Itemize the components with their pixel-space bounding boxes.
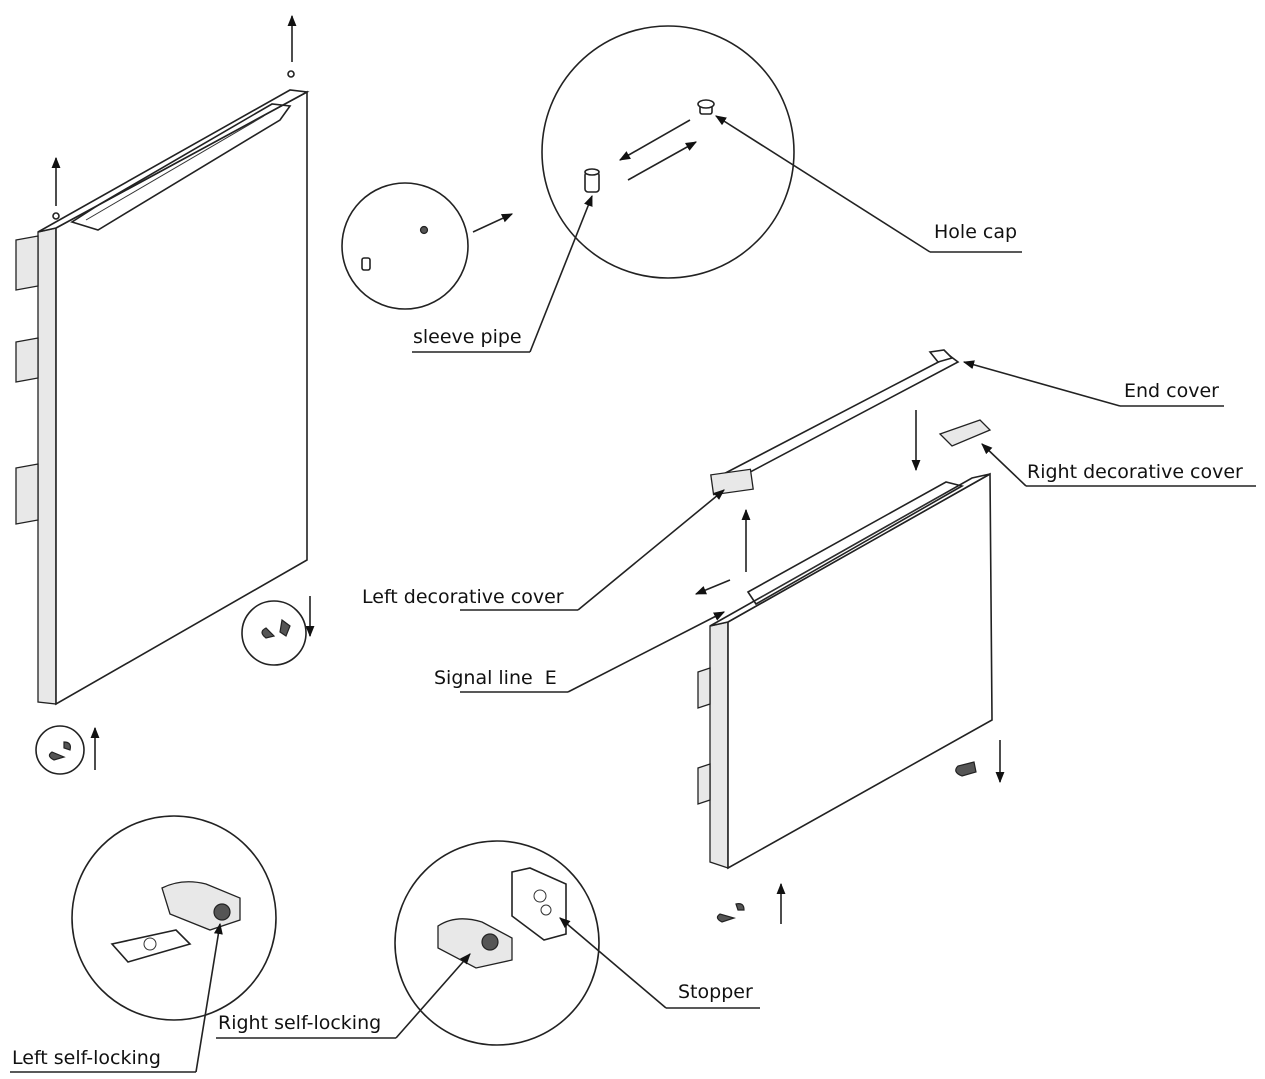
stopper-detail-circle [394, 840, 600, 1046]
sleeve-pipe-label: sleeve pipe [413, 326, 522, 348]
left-door-arrows [51, 14, 315, 770]
right-door-arrows [694, 410, 1005, 924]
left-door-bottom-hinge-detail [35, 600, 307, 775]
detail-zoom-arrow [472, 213, 514, 233]
left-door-illustration [15, 70, 310, 706]
signal-line-label: Signal line E [434, 667, 557, 689]
right-door-hinge-parts [716, 761, 977, 923]
right-decorative-cover-label: Right decorative cover [1027, 461, 1243, 483]
end-cover-label: End cover [1124, 380, 1219, 402]
left-self-locking-callout: Left self-locking [10, 922, 223, 1073]
left-decorative-cover-callout: Left decorative cover [362, 489, 725, 611]
right-self-locking-label: Right self-locking [218, 1012, 381, 1034]
right-decorative-cover-part [938, 419, 992, 447]
right-door-illustration [697, 472, 993, 870]
end-cover-callout: End cover [962, 360, 1224, 407]
self-locking-detail-circle [71, 815, 277, 1021]
stopper-label: Stopper [678, 981, 753, 1003]
left-self-locking-label: Left self-locking [12, 1047, 161, 1069]
small-detail-circle [341, 182, 469, 310]
large-detail-circle [541, 25, 795, 279]
hole-cap-label: Hole cap [934, 221, 1017, 243]
left-decorative-cover-label: Left decorative cover [362, 586, 564, 608]
sleeve-pipe-callout: sleeve pipe [412, 194, 593, 353]
signal-line-callout: Signal line E [434, 611, 725, 693]
stopper-callout: Stopper [559, 917, 760, 1009]
end-cover-part [710, 349, 960, 496]
hole-cap-callout: Hole cap [715, 115, 1022, 253]
right-self-locking-callout: Right self-locking [216, 953, 471, 1039]
right-decorative-cover-callout: Right decorative cover [981, 443, 1256, 487]
